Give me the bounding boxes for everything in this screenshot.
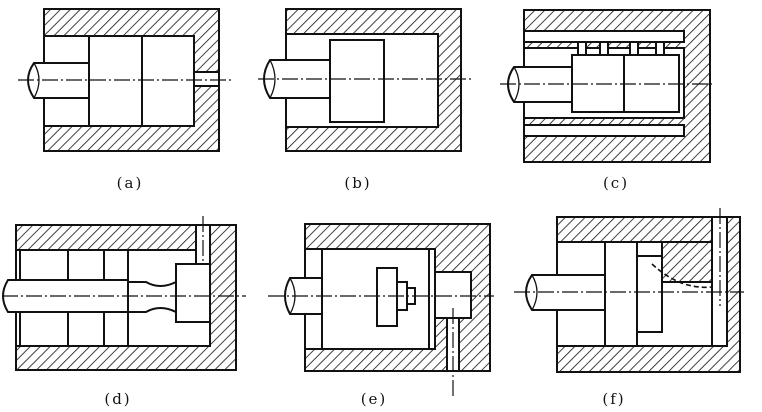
panel-b: (b) — [258, 8, 474, 192]
cutter-step — [636, 255, 663, 333]
neck — [127, 280, 177, 314]
caption-f: (f) — [602, 390, 625, 408]
panel-d: (d) — [2, 216, 246, 408]
cutter-teeth — [577, 41, 665, 56]
caption-d: (d) — [104, 390, 131, 408]
boring-bar — [27, 62, 90, 99]
panel-e: (e) — [268, 223, 494, 408]
lower-groove — [523, 124, 685, 137]
caption-a: (a) — [117, 174, 144, 192]
panel-c: (c) — [500, 9, 712, 192]
tool-path-curve — [651, 263, 713, 289]
caption-c: (c) — [603, 174, 629, 192]
caption-e: (e) — [361, 390, 388, 408]
through-hole — [193, 71, 220, 87]
tail-block — [175, 263, 211, 323]
cutter-block — [604, 241, 638, 347]
holder-step-1 — [376, 267, 398, 327]
panel-a: (a) — [18, 8, 232, 192]
upper-groove — [523, 30, 685, 43]
inner-wall — [661, 241, 713, 283]
cutter-block — [329, 39, 385, 123]
panel-f: (f) — [514, 208, 744, 408]
caption-b: (b) — [344, 174, 371, 192]
